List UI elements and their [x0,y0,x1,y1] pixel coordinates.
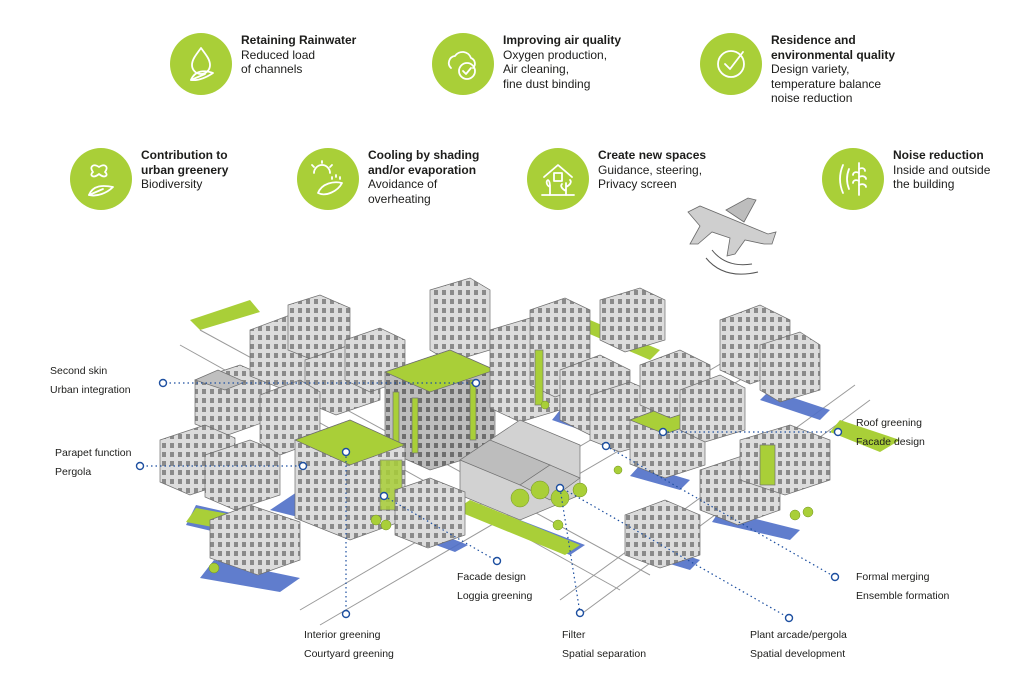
benefit-title: Noise reduction [893,148,984,162]
cloud-check-icon [432,33,494,95]
benefit-description: Oxygen production, Air cleaning, fine du… [503,47,608,91]
callout-formal-merging: Formal merging Ensemble formation [856,568,949,606]
callout-filter: Filter Spatial separation [562,626,646,664]
callout-line-1: Interior greening [304,629,381,641]
callout-plant-arcade: Plant arcade/pergola Spatial development [750,626,847,664]
benefit-urban-greenery: Contribution to urban greenery Biodivers… [70,148,228,210]
benefit-title: Improving air quality [503,33,622,47]
benefit-description: Inside and outside the building [893,162,991,192]
callout-line-1: Filter [562,629,586,641]
benefit-description: Avoidance of overheating [368,177,438,206]
benefit-retaining-rainwater: Retaining Rainwater Reduced load of chan… [170,33,356,95]
callout-line-1: Plant arcade/pergola [750,629,847,641]
callout-line-1: Facade design [457,571,526,583]
callout-line-1: Roof greening [856,417,922,429]
callout-facade-loggia: Facade design Loggia greening [457,568,532,606]
butterfly-leaf-icon [70,148,132,210]
callout-line-1: Parapet function [55,447,132,459]
benefit-title: Retaining Rainwater [241,33,357,47]
checkmark-icon [700,33,762,95]
benefit-title: Create new spaces [598,148,707,162]
callout-line-1: Formal merging [856,571,930,583]
house-plants-icon [527,148,589,210]
callout-line-2: Ensemble formation [856,590,950,602]
callout-line-2: Loggia greening [457,590,533,602]
benefit-description: Guidance, steering, Privacy screen [598,162,703,192]
benefit-description: Biodiversity [141,177,203,191]
callout-line-1: Second skin [50,365,108,377]
callout-line-2: Spatial separation [562,648,647,660]
benefit-title: Cooling by shading and/or evaporation [368,148,480,177]
benefit-title: Residence and environmental quality [771,33,896,62]
airplane-icon [687,197,777,275]
sound-waves-plant-icon [822,148,884,210]
callout-roof-greening: Roof greening Facade design [856,414,925,452]
callout-line-2: Urban integration [50,384,131,396]
callout-line-2: Spatial development [750,648,846,660]
benefit-noise-reduction: Noise reduction Inside and outside the b… [822,148,990,210]
callout-second-skin: Second skin Urban integration [50,362,131,400]
benefit-residence-quality: Residence and environmental quality Desi… [700,33,895,106]
water-drop-leaf-icon [170,33,232,95]
benefit-cooling: Cooling by shading and/or evaporation Av… [297,148,479,210]
benefit-air-quality: Improving air quality Oxygen production,… [432,33,621,95]
callout-line-2: Facade design [856,436,925,448]
callout-parapet: Parapet function Pergola [55,444,131,482]
callout-line-2: Courtyard greening [304,648,394,660]
benefit-description: Design variety, temperature balance nois… [771,62,882,105]
benefit-new-spaces: Create new spaces Guidance, steering, Pr… [527,148,706,210]
benefit-title: Contribution to urban greenery [141,148,229,177]
callout-interior-greening: Interior greening Courtyard greening [304,626,394,664]
benefit-description: Reduced load of channels [241,47,316,77]
sun-leaf-icon [297,148,359,210]
callout-line-2: Pergola [55,466,92,478]
